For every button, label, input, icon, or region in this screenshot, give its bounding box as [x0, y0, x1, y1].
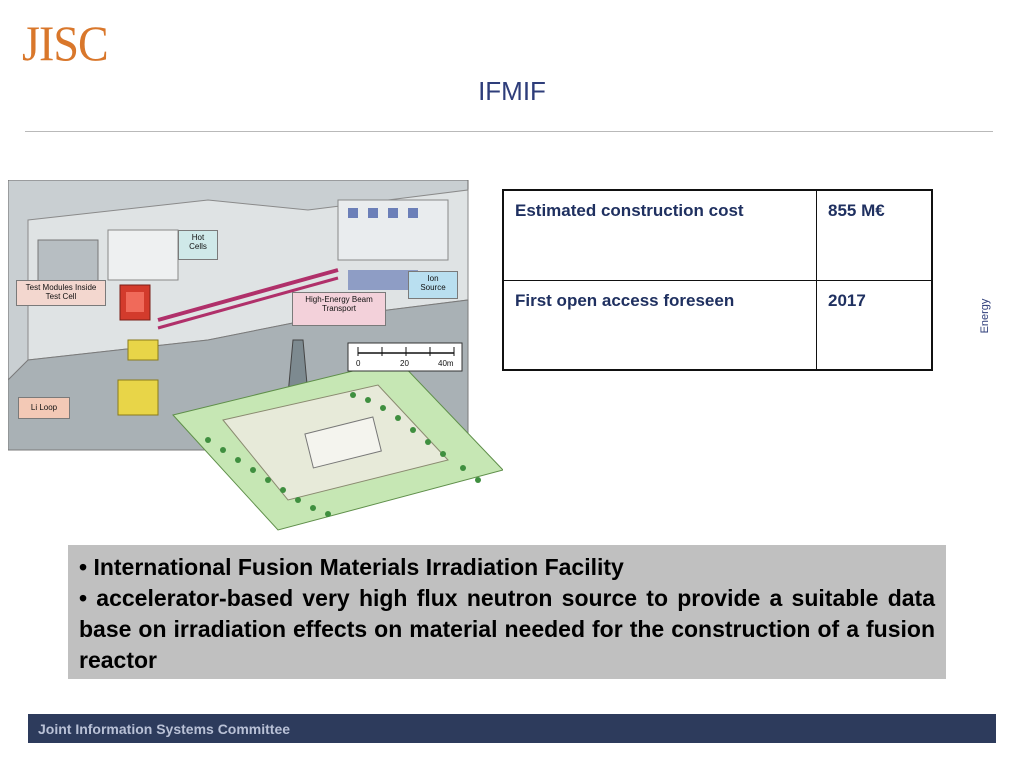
label-ion-source: Ion Source: [408, 271, 458, 299]
facility-info-table: Estimated construction cost 855 M€ First…: [502, 189, 933, 371]
title-divider: [25, 131, 993, 132]
label-test-modules: Test Modules Inside Test Cell: [16, 280, 106, 306]
scale-label-20: 20: [400, 359, 409, 368]
table-cell-label: First open access foreseen: [502, 279, 817, 371]
jisc-logo: JISC: [22, 15, 109, 71]
facility-illustration: 0 20 40m Hot Cells Test Modules Inside T…: [8, 180, 503, 535]
bullet-item: • accelerator-based very high flux neutr…: [79, 585, 935, 673]
label-beam-transport: High-Energy Beam Transport: [292, 292, 386, 326]
facility-cutaway-drawing: 0 20 40m: [8, 180, 503, 531]
table-row: Estimated construction cost 855 M€: [502, 189, 933, 281]
slide-title: IFMIF: [478, 76, 546, 106]
bullet-text: accelerator-based very high flux neutron…: [79, 585, 935, 673]
table-cell-value: 2017: [816, 279, 933, 371]
label-li-loop: Li Loop: [18, 397, 70, 419]
bullet-item: • International Fusion Materials Irradia…: [79, 554, 624, 580]
footer-text: Joint Information Systems Committee: [38, 721, 291, 737]
bullet-text: International Fusion Materials Irradiati…: [93, 554, 624, 580]
table-cell-label: Estimated construction cost: [502, 189, 817, 281]
footer-bar: Joint Information Systems Committee: [28, 714, 996, 743]
bullet-list-box: • International Fusion Materials Irradia…: [68, 545, 946, 679]
table-row: First open access foreseen 2017: [502, 279, 933, 371]
scale-label-0: 0: [356, 359, 361, 368]
scale-label-40: 40m: [438, 359, 454, 368]
table-cell-value: 855 M€: [816, 189, 933, 281]
label-hot-cells: Hot Cells: [178, 230, 218, 260]
side-category-label: Energy: [979, 298, 991, 334]
